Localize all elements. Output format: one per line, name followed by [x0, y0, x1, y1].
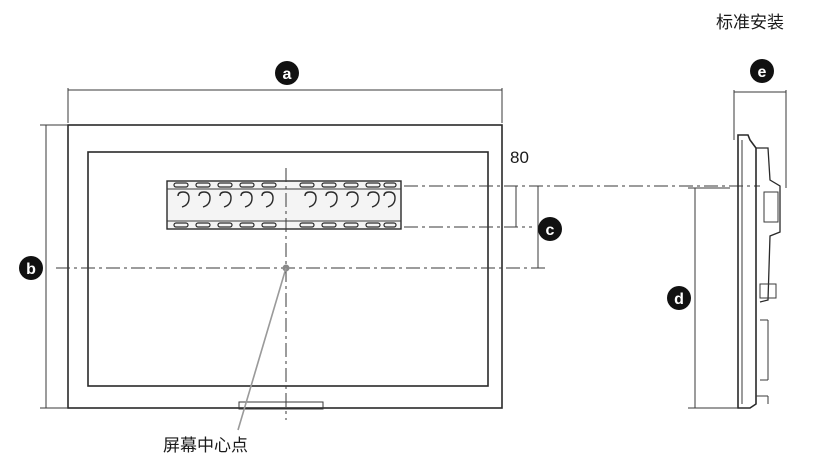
bottom-tab	[238, 401, 324, 410]
side-back-housing	[756, 147, 781, 303]
dimension-a: a	[67, 61, 503, 123]
screen-center-label: 屏幕中心点	[163, 436, 248, 456]
center-pointer-line	[237, 267, 287, 431]
dimension-b: b	[19, 124, 68, 409]
side-panel-profile	[737, 134, 757, 409]
wall-mount-bracket	[166, 180, 402, 230]
dimension-c-label: c	[546, 222, 555, 239]
front-view: 屏幕中心点	[56, 124, 760, 456]
diagram-title: 标准安装	[716, 13, 784, 33]
offset-dimension: 80	[510, 148, 529, 227]
side-bracket-block	[763, 191, 779, 223]
dimension-e-label: e	[758, 64, 767, 81]
side-port-block	[759, 283, 777, 299]
dimension-b-label: b	[26, 261, 36, 278]
offset-value: 80	[510, 148, 529, 167]
dimension-c: c	[537, 186, 562, 268]
display-screen-area	[87, 151, 489, 387]
side-view: e	[733, 59, 787, 409]
display-outer-frame	[67, 124, 503, 409]
dimension-d: d	[667, 187, 738, 409]
dimension-d-label: d	[674, 291, 684, 308]
dimension-a-label: a	[283, 66, 292, 83]
